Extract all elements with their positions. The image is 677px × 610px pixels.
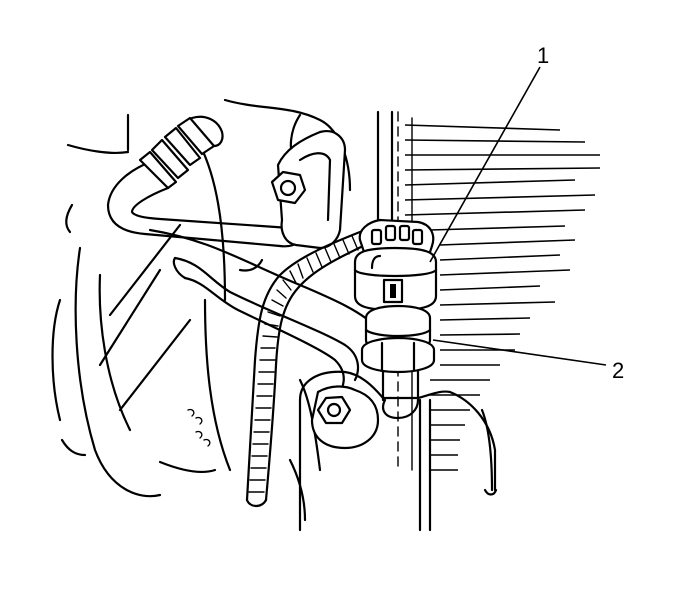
mounting-bracket <box>276 130 347 250</box>
leader-line-1 <box>429 66 541 263</box>
callout-leaders <box>429 66 607 366</box>
leader-line-2 <box>432 339 607 366</box>
callout-label-2: 2 <box>612 358 624 383</box>
pressure-switch-hex-fitting <box>360 304 436 374</box>
receiver-dryer <box>298 366 498 532</box>
condenser-fins <box>397 111 601 471</box>
bracket-bolt-icon <box>270 170 307 205</box>
high-pressure-line <box>376 110 394 224</box>
engine-background <box>51 98 382 522</box>
lower-pipe <box>172 256 360 390</box>
wiring-harness-conduit <box>245 228 367 508</box>
callout-label-1: 1 <box>537 43 549 68</box>
clip-marks <box>187 408 211 447</box>
ac-hose <box>106 115 310 248</box>
connector-terminals <box>370 224 424 246</box>
receiver-mount-bolt-icon <box>310 385 380 450</box>
pressure-switch-connector <box>353 218 438 312</box>
